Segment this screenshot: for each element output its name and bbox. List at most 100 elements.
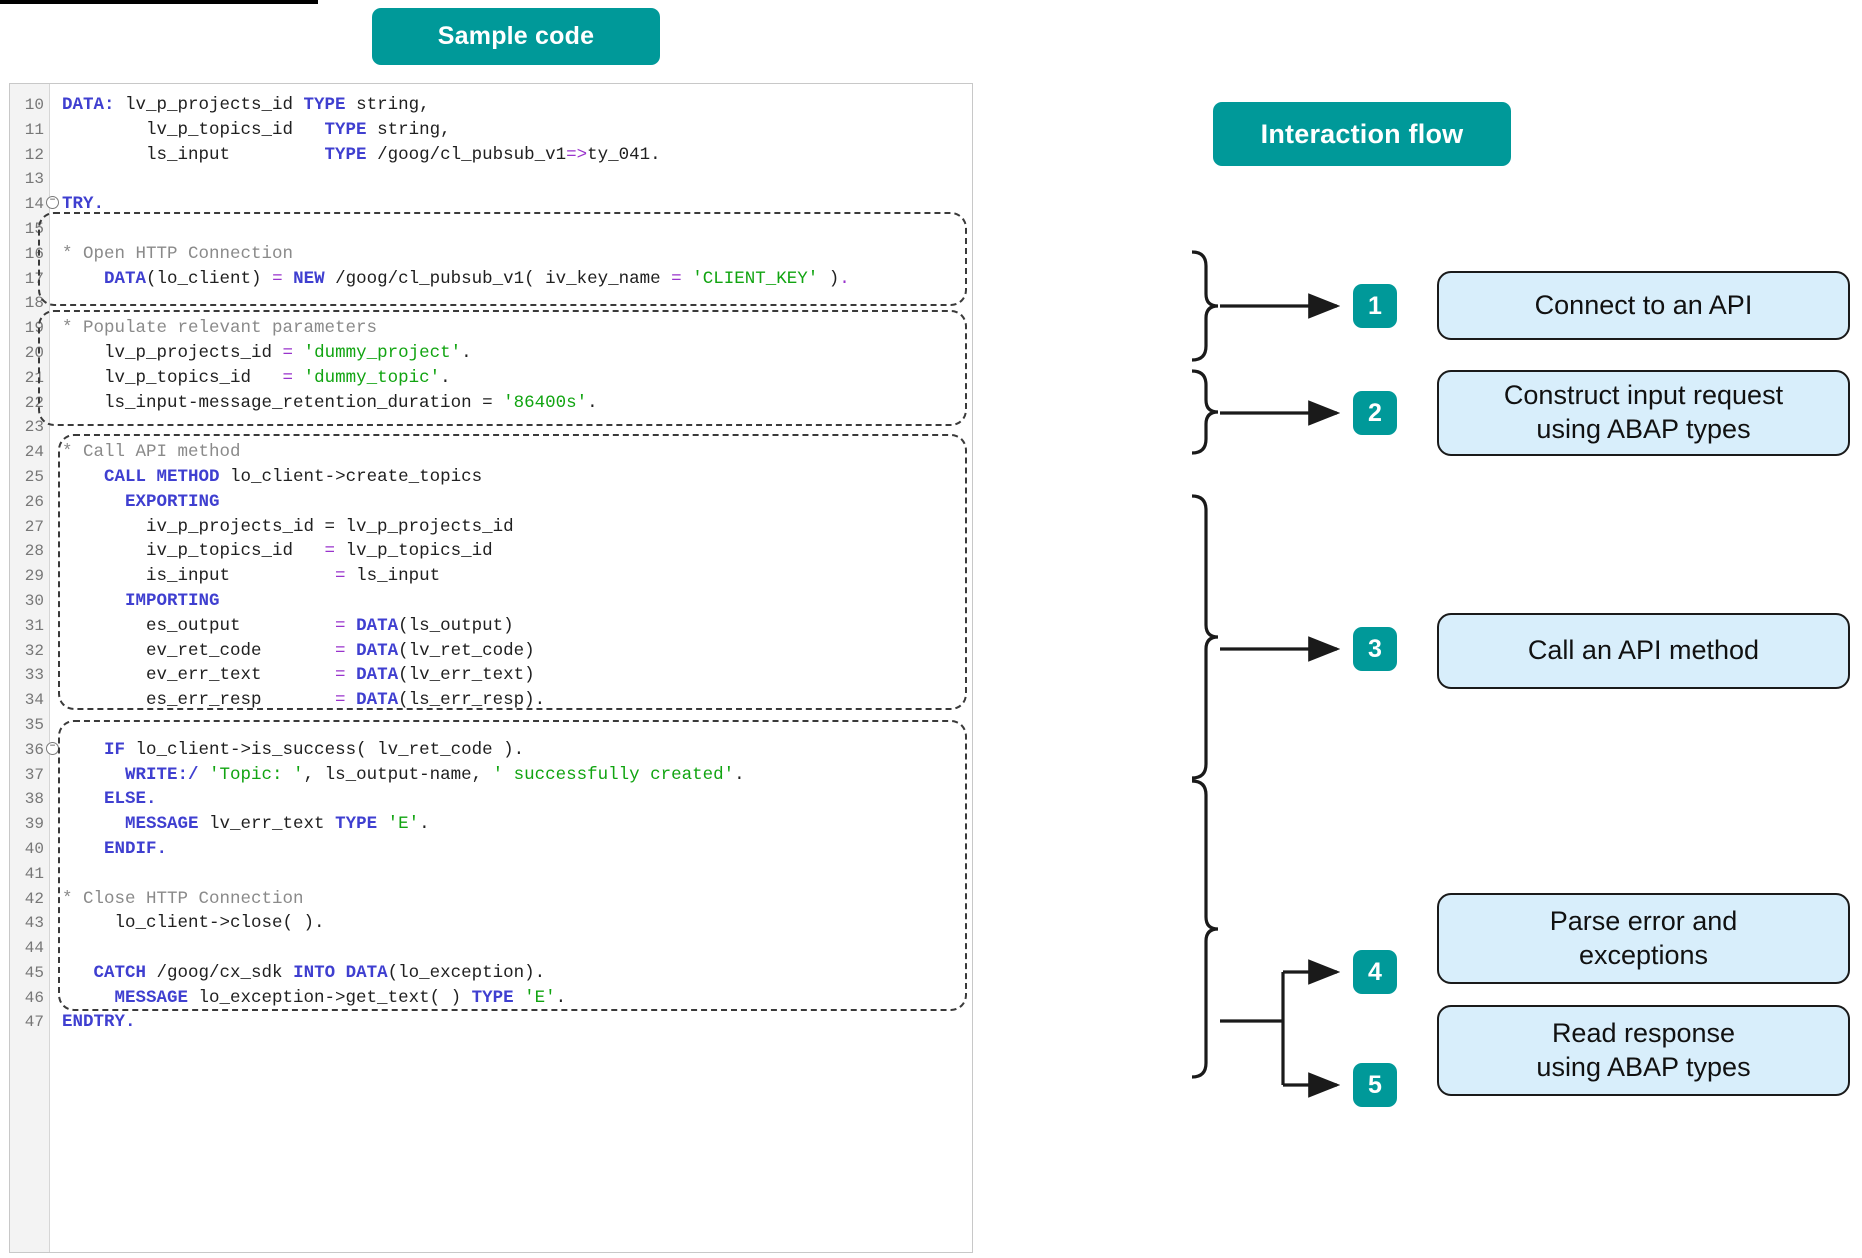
code-line-number: 34 [24, 691, 44, 710]
code-line-number: 13 [24, 170, 44, 189]
code-line: 41 [10, 862, 972, 887]
step-badge-2-number: 2 [1368, 398, 1382, 427]
code-line: 25 CALL METHOD lo_client->create_topics [10, 465, 972, 490]
step-badge-1: 1 [1353, 284, 1397, 328]
code-line-text: CALL METHOD lo_client->create_topics [104, 466, 483, 487]
code-fold-toggle-icon[interactable] [46, 741, 59, 755]
code-line-text: ENDTRY. [62, 1012, 136, 1033]
code-line: 17 DATA(lo_client) = NEW /goog/cl_pubsub… [10, 267, 972, 292]
code-line-text: ev_ret_code = DATA(lv_ret_code) [62, 640, 535, 661]
code-line-number: 39 [24, 815, 44, 834]
code-line: 12 ls_input TYPE /goog/cl_pubsub_v1=>ty_… [10, 143, 972, 168]
code-line-number: 27 [24, 517, 44, 536]
code-line-number: 41 [24, 864, 44, 883]
code-line-number: 17 [24, 269, 44, 288]
code-line-text: * Close HTTP Connection [62, 888, 304, 909]
code-line-number: 11 [24, 120, 44, 139]
code-line-number: 23 [24, 418, 44, 437]
code-line-number: 22 [24, 393, 44, 412]
code-line: 35 [10, 713, 972, 738]
code-line-number: 42 [24, 889, 44, 908]
code-line-number: 29 [24, 567, 44, 586]
code-line: 21 lv_p_topics_id = 'dummy_topic'. [10, 366, 972, 391]
sample-code-header-label: Sample code [437, 22, 595, 50]
code-line-text: * Open HTTP Connection [62, 243, 294, 264]
code-line-text: WRITE:/ 'Topic: ', ls_output-name, ' suc… [125, 764, 745, 785]
interaction-flow-header-label: Interaction flow [1260, 118, 1464, 149]
code-line: 28 iv_p_topics_id = lv_p_topics_id [10, 539, 972, 564]
code-line-text: ls_input-message_retention_duration = '8… [62, 392, 598, 413]
code-line-text: MESSAGE lv_err_text TYPE 'E'. [125, 814, 430, 835]
code-line-number: 46 [24, 988, 44, 1007]
code-line-number: 16 [24, 244, 44, 263]
code-line-text: DATA(lo_client) = NEW /goog/cl_pubsub_v1… [104, 268, 850, 289]
code-line-number: 20 [24, 343, 44, 362]
code-line: 19* Populate relevant parameters [10, 316, 972, 341]
code-line: 27 iv_p_projects_id = lv_p_projects_id [10, 515, 972, 540]
code-line: 18 [10, 291, 972, 316]
code-line-number: 36 [24, 740, 44, 759]
code-line-number: 25 [24, 467, 44, 486]
code-line-text: es_err_resp = DATA(ls_err_resp). [62, 690, 546, 711]
code-line-number: 19 [24, 319, 44, 338]
code-line-number: 28 [24, 542, 44, 561]
code-line-text: * Call API method [62, 442, 241, 463]
code-line: 46 MESSAGE lo_exception->get_text( ) TYP… [10, 986, 972, 1011]
code-line-text: iv_p_projects_id = lv_p_projects_id [62, 516, 514, 537]
code-line-number: 31 [24, 616, 44, 635]
code-line-text: DATA: lv_p_projects_id TYPE string, [62, 95, 430, 115]
code-line-text: iv_p_topics_id = lv_p_topics_id [62, 541, 493, 562]
line-number-gutter [10, 84, 50, 1252]
code-fold-toggle-icon[interactable] [46, 196, 59, 210]
code-line: 32 ev_ret_code = DATA(lv_ret_code) [10, 639, 972, 664]
code-line-text: ENDIF. [104, 838, 168, 859]
code-line-number: 37 [24, 765, 44, 784]
code-line-number: 47 [24, 1013, 44, 1032]
code-line-number: 38 [24, 790, 44, 809]
code-line-text: lv_p_projects_id = 'dummy_project'. [62, 342, 472, 363]
flow-box-connect-api[interactable]: Connect to an API [1437, 271, 1850, 340]
code-line: 37 WRITE:/ 'Topic: ', ls_output-name, ' … [10, 763, 972, 788]
step-badge-5: 5 [1353, 1063, 1397, 1107]
code-line-text: TRY. [62, 194, 105, 215]
flow-box-3-label: Call an API method [1527, 635, 1760, 666]
code-line-text: is_input = ls_input [62, 566, 441, 587]
code-line-text: es_output = DATA(ls_output) [62, 615, 514, 636]
code-line-number: 32 [24, 641, 44, 660]
code-line-text: lv_p_topics_id = 'dummy_topic'. [62, 367, 451, 388]
code-line: 15 [10, 217, 972, 242]
brace-step-2 [1191, 369, 1219, 455]
interaction-flow-header: Interaction flow [1213, 102, 1511, 166]
code-line-text: ev_err_text = DATA(lv_err_text) [62, 665, 535, 686]
code-line-number: 26 [24, 492, 44, 511]
code-line: 43 lo_client->close( ). [10, 911, 972, 936]
code-line: 24* Call API method [10, 440, 972, 465]
step-badge-5-number: 5 [1368, 1070, 1382, 1099]
code-line-text: EXPORTING [125, 491, 220, 512]
flow-box-call-method[interactable]: Call an API method [1437, 613, 1850, 689]
code-line-number: 14 [24, 195, 44, 214]
code-line-text: ELSE. [104, 789, 157, 810]
code-line: 11 lv_p_topics_id TYPE string, [10, 118, 972, 143]
code-line-text: CATCH /goog/cx_sdk INTO DATA(lo_exceptio… [93, 962, 546, 983]
brace-step-3 [1191, 494, 1219, 780]
code-line-number: 15 [24, 219, 44, 238]
code-line: 44 [10, 936, 972, 961]
code-line-text: ls_input TYPE /goog/cl_pubsub_v1=>ty_041… [62, 144, 661, 165]
code-line: 23 [10, 415, 972, 440]
code-line: 22 ls_input-message_retention_duration =… [10, 391, 972, 416]
code-line: 42 * Close HTTP Connection [10, 887, 972, 912]
code-line-text: IF lo_client->is_success( lv_ret_code ). [104, 739, 525, 760]
code-line: 39 MESSAGE lv_err_text TYPE 'E'. [10, 812, 972, 837]
code-line-text: IMPORTING [125, 590, 220, 611]
flow-box-1-label: Connect to an API [1534, 289, 1753, 320]
